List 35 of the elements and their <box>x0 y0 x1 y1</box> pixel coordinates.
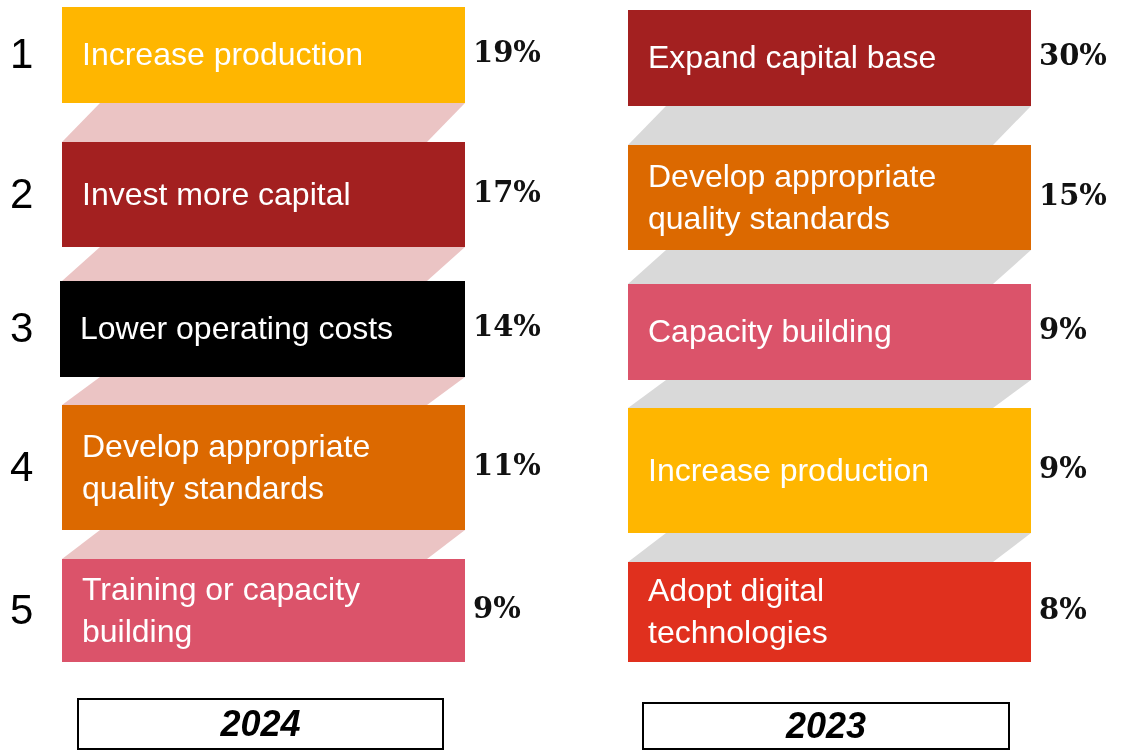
connector-band <box>628 380 1031 408</box>
connector-band <box>62 530 465 559</box>
ranked-item-box: Develop appropriate quality standards <box>628 145 1031 250</box>
percentage-value: 9% <box>1039 312 1087 346</box>
ranked-item-box: Increase production <box>62 7 465 103</box>
rank-number: 1 <box>10 30 34 78</box>
connector-band <box>62 247 465 281</box>
connector-band <box>62 103 465 142</box>
connector-band <box>62 377 465 405</box>
ranked-item-box: Expand capital base <box>628 10 1031 106</box>
connector-band <box>628 533 1031 562</box>
ranked-item-box: Increase production <box>628 408 1031 533</box>
year-box: 2023 <box>642 702 1010 750</box>
ranked-item-box: Lower operating costs <box>60 281 465 377</box>
percentage-value: 30% <box>1039 38 1107 72</box>
connector-band <box>628 250 1031 284</box>
percentage-value: 14% <box>473 309 541 343</box>
percentage-value: 8% <box>1039 592 1087 626</box>
ranked-item-box: Capacity building <box>628 284 1031 380</box>
rank-number: 5 <box>10 585 34 634</box>
ranked-item-box: Training or capacity building <box>62 559 465 662</box>
year-box: 2024 <box>77 698 444 750</box>
connector-band <box>628 106 1031 145</box>
ranked-item-box: Adopt digital technologies <box>628 562 1031 662</box>
rank-number: 2 <box>10 169 34 218</box>
percentage-value: 9% <box>1039 450 1087 485</box>
ranked-item-box: Invest more capital <box>62 142 465 247</box>
percentage-value: 19% <box>473 35 541 69</box>
rank-number: 3 <box>10 304 34 352</box>
percentage-value: 9% <box>473 590 521 625</box>
percentage-value: 15% <box>1039 177 1107 212</box>
ranked-item-box: Develop appropriate quality standards <box>62 405 465 530</box>
percentage-value: 11% <box>473 447 541 482</box>
percentage-value: 17% <box>473 174 541 209</box>
rank-number: 4 <box>10 442 34 491</box>
